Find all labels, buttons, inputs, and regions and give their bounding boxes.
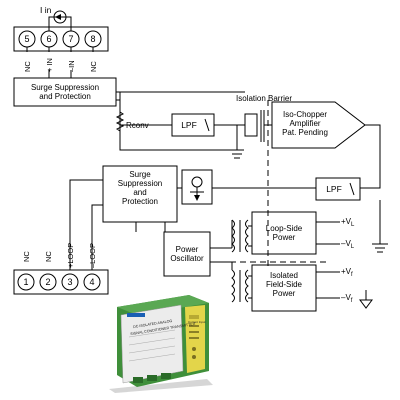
field-transformer-coil: [231, 269, 235, 303]
current-source-symbol: [53, 10, 67, 24]
surge-top-label: Surge Suppression and Protection: [30, 83, 100, 101]
top-pin-label-plus-in: + IN: [45, 58, 54, 72]
surge-protection-bottom-block: [102, 165, 178, 223]
power-oscillator-label: Power Oscillator: [170, 245, 204, 263]
iso-chopper-amplifier: [271, 101, 366, 149]
bottom-pin-label-nc-1: NC: [22, 251, 31, 262]
surge-bottom-label: Surge Suppression and Protection: [117, 170, 163, 206]
rconv-resistor: [115, 111, 125, 132]
device-side-label: Current Input: [188, 320, 206, 324]
power-oscillator-block: [163, 231, 211, 277]
isolation-capacitor: [244, 113, 258, 137]
isolation-barrier-label: Isolation Barrier: [236, 94, 293, 103]
top-pin-label-minus-in: –IN: [67, 60, 76, 72]
bottom-pin-label-plus-loop: +LOOP: [66, 242, 75, 268]
field-side-power-block: [251, 264, 317, 312]
bottom-terminal-4: [83, 273, 101, 291]
loop-side-power-label: Loop-Side Power: [265, 224, 303, 242]
lpf-output-label: LPF: [326, 184, 342, 194]
device-photo: DC ISOLATED ANALOG SIGNAL CONDITIONER TR…: [103, 293, 215, 393]
rconv-label: Rconv: [126, 121, 149, 130]
iso-chopper-label: Iso-Chopper Amplifier Pat. Pending: [282, 110, 328, 137]
top-terminal-number-8: 8: [90, 34, 96, 44]
top-terminal-number-6: 6: [46, 34, 52, 44]
bottom-terminal-1: [17, 273, 35, 291]
vf-minus-label: –Vf: [341, 293, 353, 304]
device-front-label: [120, 304, 184, 384]
bottom-terminal-number-2: 2: [45, 277, 51, 287]
vl-minus-label: –VL: [341, 239, 355, 250]
field-side-power-label: Isolated Field-Side Power: [265, 271, 302, 298]
vf-plus-label: +Vf: [341, 267, 353, 278]
lpf-input-label: LPF: [181, 120, 197, 130]
lpf-output-block: [315, 177, 361, 201]
bottom-terminal-number-1: 1: [23, 277, 29, 287]
bottom-terminal-2: [39, 273, 57, 291]
vl-plus-label: +VL: [341, 217, 355, 228]
bottom-terminal-number-3: 3: [67, 277, 73, 287]
bottom-pin-label-minus-loop: –LOOP: [88, 242, 97, 268]
bottom-terminal-3: [61, 273, 79, 291]
top-pin-label-nc-2: NC: [89, 61, 98, 72]
loop-side-power-block: [251, 211, 317, 255]
top-terminal-number-7: 7: [68, 34, 74, 44]
bottom-terminal-number-4: 4: [89, 277, 95, 287]
top-pin-label-nc-1: NC: [23, 61, 32, 72]
top-terminal-strip: [13, 26, 109, 52]
bottom-pin-label-nc-2: NC: [44, 251, 53, 262]
bottom-terminal-strip: [13, 269, 109, 295]
isolation-coupler-block: [181, 169, 213, 205]
current-input-label: I in: [40, 5, 52, 15]
top-terminal-number-5: 5: [24, 34, 30, 44]
